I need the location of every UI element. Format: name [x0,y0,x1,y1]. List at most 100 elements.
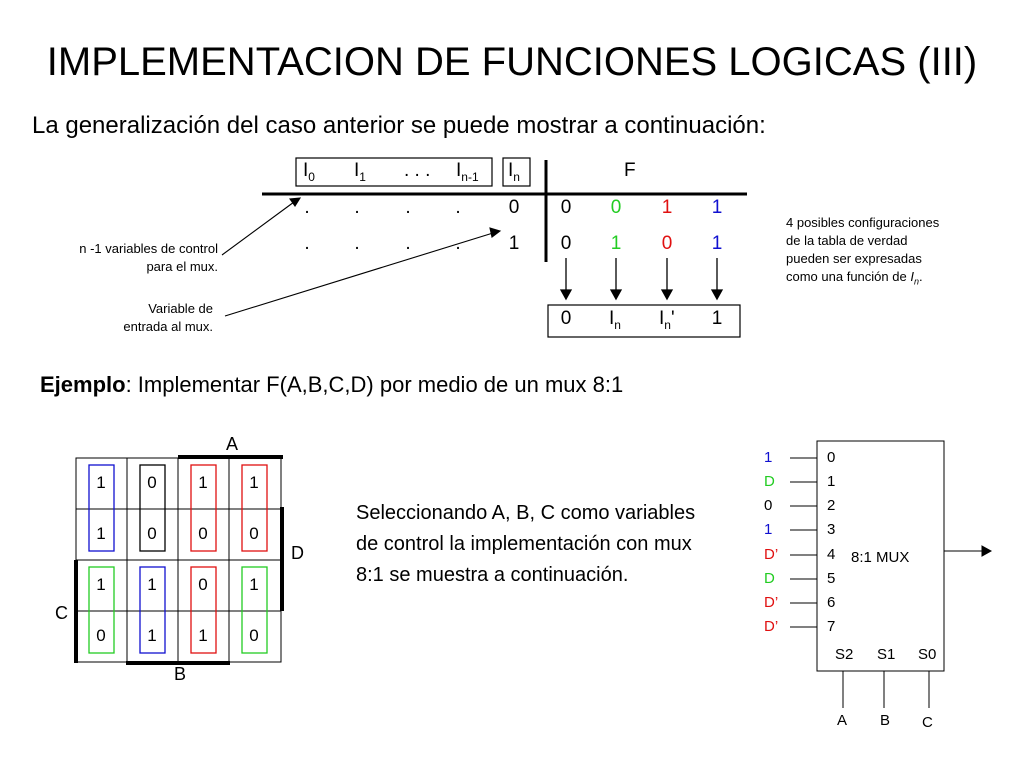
example-heading: Ejemplo: Implementar F(A,B,C,D) por medi… [40,372,624,397]
kmap-cell: 1 [249,473,259,492]
row0-f3: 1 [711,197,723,218]
kmap-cell: 0 [198,524,208,543]
mux-input-index: 7 [827,618,836,635]
row1-dot0: . [304,233,310,254]
header-i0: I0 [303,160,315,184]
result-box [547,304,741,338]
kmap-group-boxes [88,464,268,654]
row0-f1: 0 [610,197,622,218]
kmap-label-d: D [291,543,304,563]
kmap-box-col1-top [139,464,166,552]
kmap-cell: 0 [147,524,157,543]
kmap-box-col3-bottom [241,566,268,654]
note-input-var: Variable de entrada al mux. [123,301,213,334]
kmap-cell: 0 [249,524,259,543]
subtitle: La generalización del caso anterior se p… [32,112,766,139]
kmap-cell: 1 [147,575,157,594]
result-3: 1 [711,308,723,329]
kmap-label-a: A [226,434,239,454]
mux-select-var: A [837,712,848,729]
row1-dot3: . [455,233,461,254]
kmap-cell: 0 [96,626,106,645]
kmap-box-col0-bottom [88,566,115,654]
result-in: In [609,308,621,332]
mux-body [816,440,945,672]
mux-input-lines [790,457,817,628]
kmap-cell: 1 [96,524,106,543]
row0-dot1: . [354,197,360,218]
row0-dot0: . [304,197,310,218]
kmap-box-col2-bottom [190,566,217,654]
mux-select-label: S1 [877,646,896,663]
row1-f3: 1 [711,233,723,254]
kmap-label-c: C [55,603,68,623]
mux-input-index: 0 [827,449,836,466]
kmap-cell: 1 [198,626,208,645]
mux-select-label: S2 [835,646,854,663]
kmap-cell: 0 [147,473,157,492]
mux-input-index: 1 [827,473,836,490]
row1-dot1: . [354,233,360,254]
kmap-box-col0-top [88,464,115,552]
kmap-cell: 1 [249,575,259,594]
mux-input-value: D [764,473,775,490]
kmap-variable-bars [74,455,284,665]
result-0: 0 [560,308,572,329]
kmap-cell: 1 [147,626,157,645]
mux-input-value: D [764,570,775,587]
mux-input-value: D’ [764,546,779,563]
mux-title: 8:1 MUX [851,549,910,566]
kmap-box-col1-bottom [139,566,166,654]
row0-dot3: . [455,197,461,218]
header-i1: I1 [354,160,366,184]
row1-f0: 0 [560,233,572,254]
header-dots: . . . [404,160,431,181]
mux-select-var: B [880,712,891,729]
row0-f0: 0 [560,197,572,218]
row1-dot2: . [405,233,411,254]
kmap-label-b: B [174,664,187,684]
note-control-vars: n -1 variables de control para el mux. [79,241,218,274]
kmap-cell: 1 [96,473,106,492]
down-arrows [559,258,724,301]
note-configurations: 4 posibles configuraciones de la tabla d… [786,215,940,287]
kmap-cell: 1 [96,575,106,594]
mux-input-index: 5 [827,570,836,587]
kmap-cell: 0 [198,575,208,594]
row0-f2: 1 [661,197,673,218]
mux-input-value: 1 [764,521,773,538]
header-in: In [508,160,520,184]
mux-input-index: 6 [827,594,836,611]
mux-input-index: 4 [827,546,836,563]
mux-select-var: C [922,714,933,731]
mux-select-lines [842,671,930,708]
input-var-box [502,157,531,187]
example-description: Seleccionando A, B, C como variables de … [356,502,696,586]
row1-f1: 1 [610,233,622,254]
pointer-arrows [221,197,502,317]
page-title: IMPLEMENTACION DE FUNCIONES LOGICAS (III… [46,40,978,84]
mux-input-value: 0 [764,497,773,514]
mux-input-index: 3 [827,521,836,538]
kmap-cell: 0 [249,626,259,645]
row0-dot2: . [405,197,411,218]
mux-input-value: 1 [764,449,773,466]
row0-in: 0 [508,197,520,218]
mux-input-index: 2 [827,497,836,514]
kmap-box-col2-top [190,464,217,552]
kmap-box-col3-top [241,464,268,552]
mux-input-value: D’ [764,618,779,635]
row1-in: 1 [508,233,520,254]
row1-f2: 0 [661,233,673,254]
mux-output-arrow [944,545,993,557]
kmap-cell: 1 [198,473,208,492]
mux-input-value: D’ [764,594,779,611]
control-vars-box [295,157,493,187]
mux-select-label: S0 [918,646,937,663]
result-in-prime: In' [659,308,675,332]
header-in-1: In-1 [456,160,479,184]
header-f: F [624,160,636,181]
